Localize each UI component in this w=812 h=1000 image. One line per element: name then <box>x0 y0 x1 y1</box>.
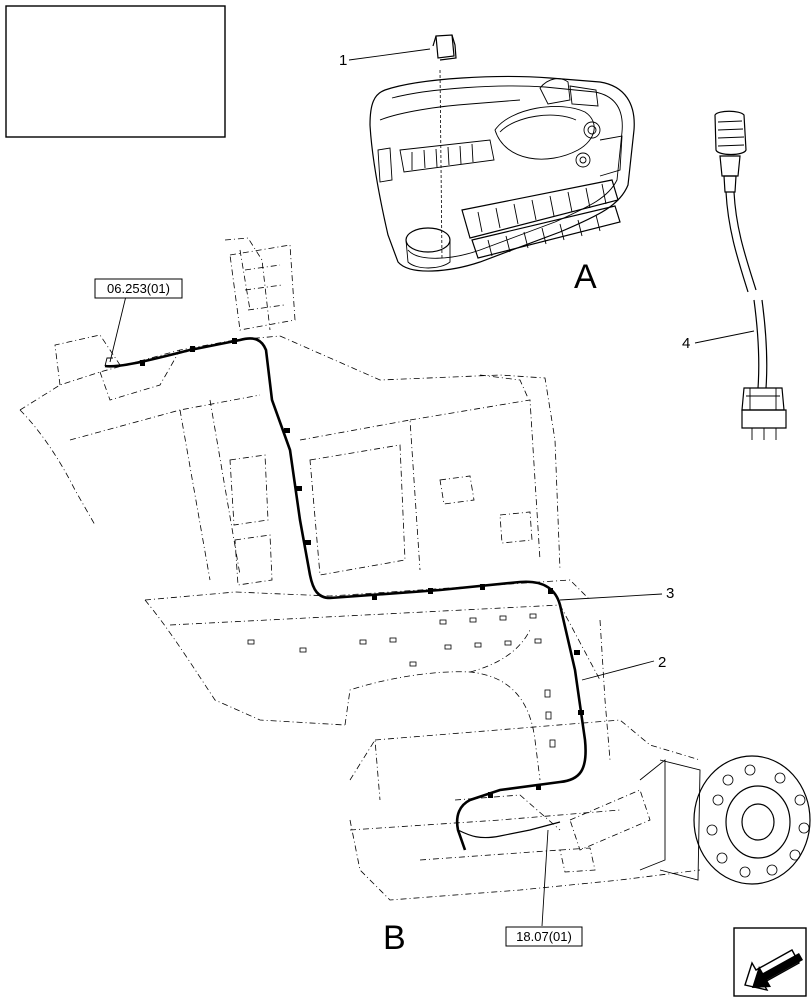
harness-routing <box>104 295 663 927</box>
console-assembly <box>348 34 635 272</box>
chassis-frame <box>19 237 811 901</box>
reference-18-07-label[interactable]: 18.07(01) <box>516 929 572 944</box>
callout-3: 3 <box>666 585 674 602</box>
reference-06-253-label[interactable]: 06.253(01) <box>107 281 170 296</box>
plate-holes <box>247 613 556 748</box>
callout-4: 4 <box>682 335 690 352</box>
title-box <box>5 5 226 138</box>
view-label-a: A <box>574 258 597 296</box>
arrow-back-icon[interactable] <box>733 927 807 997</box>
callout-1: 1 <box>339 52 347 69</box>
harness-clips <box>140 338 584 798</box>
view-label-b: B <box>383 919 406 957</box>
cable-harness-part-4 <box>694 110 787 440</box>
callout-2: 2 <box>658 654 666 671</box>
wheel-hub <box>639 755 811 885</box>
reference-box-18-07[interactable] <box>505 926 583 947</box>
reference-box-06-253[interactable] <box>94 278 183 299</box>
